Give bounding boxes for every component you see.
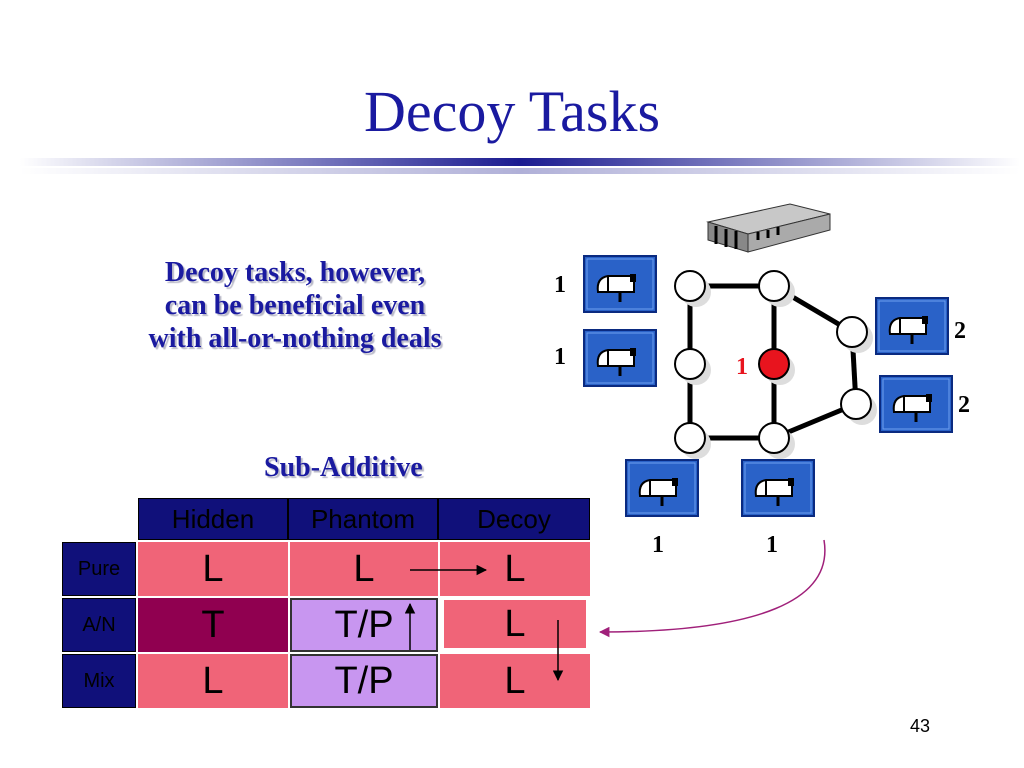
table-cell: L (290, 542, 438, 596)
mailbox-label: 1 (554, 344, 566, 370)
table-title: Sub-Additive (264, 452, 423, 483)
table-cell: L (440, 542, 590, 596)
mailbox-icon (582, 254, 658, 314)
decoy-node (758, 348, 790, 380)
graph-node (836, 316, 868, 348)
graph-node (758, 422, 790, 454)
graph-node (674, 348, 706, 380)
table-cell: L (440, 654, 590, 708)
mailbox-label: 1 (766, 532, 778, 558)
mailbox-icon (624, 458, 700, 518)
mailbox-label: 1 (554, 272, 566, 298)
graph-nodes (674, 270, 877, 459)
table-cell: L (138, 542, 288, 596)
slide-title: Decoy Tasks (363, 79, 661, 144)
mailbox-icon (878, 374, 954, 434)
column-header-phantom: Phantom (288, 498, 438, 540)
building-icon (706, 203, 831, 253)
curved-arrow-icon (598, 539, 826, 638)
mailbox-icon (874, 296, 950, 356)
mailbox-icon (582, 328, 658, 388)
description-line: can be beneficial even (164, 290, 426, 321)
description-line: with all-or-nothing deals (148, 323, 442, 354)
graph-node (674, 422, 706, 454)
graph-node (840, 388, 872, 420)
column-header-decoy: Decoy (438, 498, 590, 540)
page-number: 43 (910, 716, 931, 736)
slide-description: Decoy tasks, however, can be beneficial … (80, 256, 510, 355)
mailbox-label: 2 (958, 392, 970, 418)
graph-node (758, 270, 790, 302)
decoy-node-label: 1 (736, 354, 748, 380)
table-cell: L (138, 654, 288, 708)
table-cell: T (138, 598, 288, 652)
mailbox-label: 1 (652, 532, 664, 558)
mailbox-label: 2 (954, 318, 966, 344)
column-header-hidden: Hidden (138, 498, 288, 540)
row-header-an: A/N (62, 598, 136, 652)
table-cell: L (444, 600, 586, 648)
table-cell: T/P (290, 654, 438, 708)
mailbox-icon (740, 458, 816, 518)
description-line: Decoy tasks, however, (164, 257, 426, 288)
title-underline (20, 158, 1020, 174)
row-header-pure: Pure (62, 542, 136, 596)
graph-node (674, 270, 706, 302)
row-header-mix: Mix (62, 654, 136, 708)
